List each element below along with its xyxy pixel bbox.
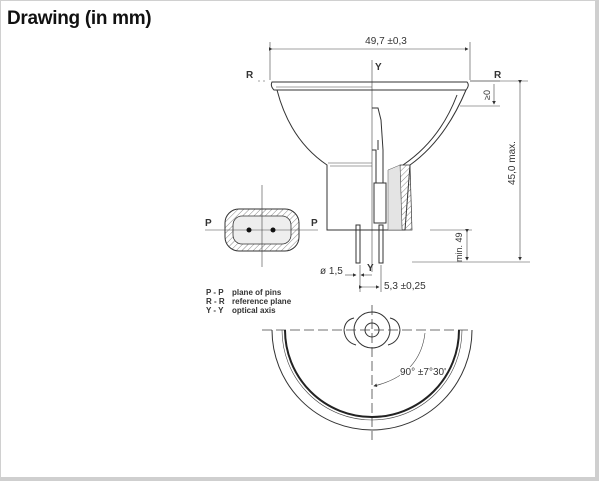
legend-text: plane of pins bbox=[232, 288, 282, 297]
legend-key: R - R bbox=[206, 297, 225, 306]
ref-right-label: R bbox=[494, 70, 502, 81]
pin-spacing-label: 5,3 ±0,25 bbox=[384, 281, 426, 292]
ref-left-label: R bbox=[246, 70, 254, 81]
width-label: 49,7 ±0,3 bbox=[365, 36, 407, 47]
pin-plane-left-label: P bbox=[205, 218, 212, 229]
legend-text: optical axis bbox=[232, 306, 276, 315]
lamp-bottom-view: 90° ±7°30' bbox=[262, 305, 473, 440]
pin-diameter-label: ø 1,5 bbox=[320, 266, 343, 277]
legend-key: Y - Y bbox=[206, 306, 224, 315]
height-dimension-label: 45,0 max. bbox=[507, 141, 518, 185]
pin-length-label: min. 49 bbox=[454, 232, 464, 262]
axis-y-top-label: Y bbox=[375, 62, 382, 73]
legend-text: reference plane bbox=[232, 297, 292, 306]
angle-label: 90° ±7°30' bbox=[400, 367, 446, 378]
pin-right bbox=[378, 224, 384, 264]
page-title: Drawing (in mm) bbox=[7, 8, 152, 29]
legend: P - P plane of pins R - R reference plan… bbox=[206, 288, 292, 315]
axis-y-bottom-label: Y bbox=[367, 263, 374, 274]
pin-plane-right-label: P bbox=[311, 218, 318, 229]
pin-left bbox=[355, 224, 361, 264]
width-dimension: 49,7 ±0,3 bbox=[269, 36, 471, 80]
lamp-side-view bbox=[270, 81, 469, 264]
rim-dimension-label: ≥0 bbox=[482, 90, 492, 100]
pin-plane-view: P P bbox=[205, 185, 318, 267]
legend-key: P - P bbox=[206, 288, 224, 297]
